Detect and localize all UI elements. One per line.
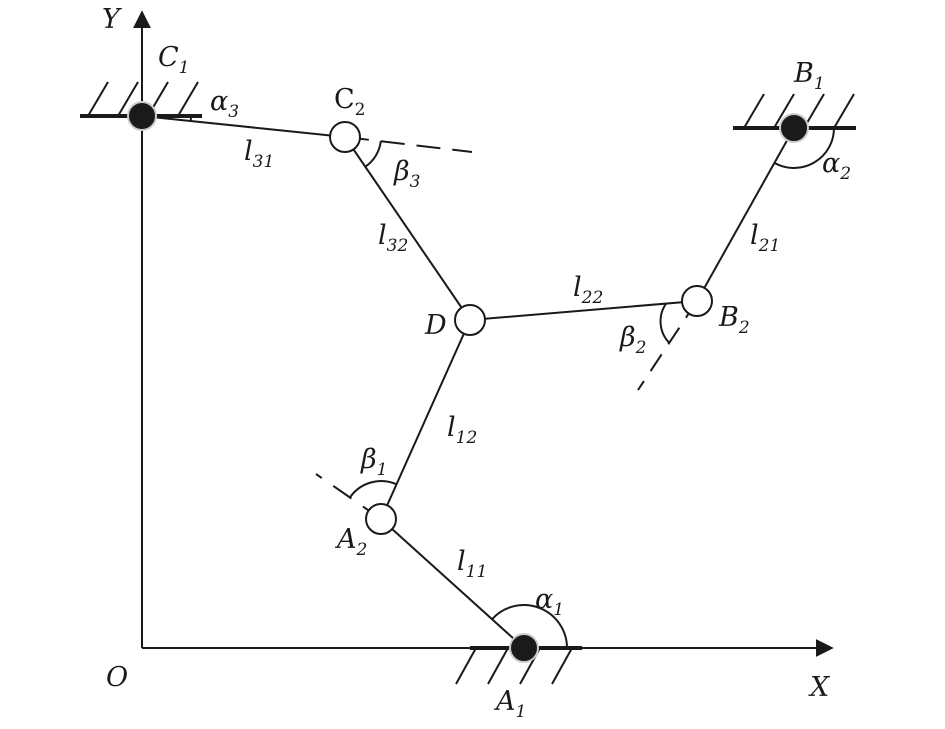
label-beta3: β3 [393, 156, 420, 192]
c2-reference-line [344, 136, 473, 153]
link-l21 [696, 127, 795, 302]
joint-c1 [127, 101, 157, 131]
y-axis-label: Y [102, 4, 122, 35]
label-b2: B2 [718, 302, 750, 338]
label-l11: l11 [457, 546, 487, 582]
label-d: D [424, 310, 447, 341]
joint-d [454, 304, 486, 336]
joint-c2 [329, 121, 361, 153]
alpha2-arc [773, 127, 835, 170]
label-alpha2: α2 [822, 148, 851, 184]
label-alpha1: α1 [535, 584, 564, 620]
beta1-arc [349, 480, 397, 499]
links [141, 115, 795, 649]
link-l22 [469, 300, 698, 321]
alpha1-arc [491, 604, 568, 649]
point-labels: C1 C2 B1 B2 D A2 A1 [158, 42, 825, 722]
label-beta1: β1 [360, 444, 387, 480]
origin-label: O [106, 662, 128, 693]
label-a2: A2 [334, 524, 367, 560]
joint-b1 [779, 113, 809, 143]
label-beta2: β2 [619, 322, 646, 358]
label-a1: A1 [493, 686, 526, 722]
beta2-arc [659, 303, 670, 344]
angle-labels: α3 α2 α1 β3 β2 β1 [210, 86, 851, 620]
link-l31 [141, 115, 346, 138]
label-l32: l32 [378, 220, 408, 256]
label-alpha3: α3 [210, 86, 239, 122]
label-b1: B1 [793, 58, 825, 94]
label-l22: l22 [573, 272, 603, 308]
label-l31: l31 [244, 136, 274, 172]
link-l32 [344, 136, 471, 321]
label-l21: l21 [750, 220, 780, 256]
link-l12 [380, 319, 471, 520]
angle-arcs [189, 115, 835, 649]
joint-a1 [509, 633, 539, 663]
joints [127, 101, 809, 663]
link-l11 [380, 518, 525, 649]
label-l12: l12 [447, 412, 477, 448]
joint-a2 [365, 503, 397, 535]
b2-reference-line [637, 300, 698, 391]
link-labels: l31 l32 l22 l21 l12 l11 [244, 136, 780, 582]
label-c2: C2 [334, 84, 366, 120]
beta3-arc [364, 140, 382, 168]
joint-b2 [681, 285, 713, 317]
label-c1: C1 [158, 42, 190, 78]
x-axis-label: X [808, 672, 831, 703]
